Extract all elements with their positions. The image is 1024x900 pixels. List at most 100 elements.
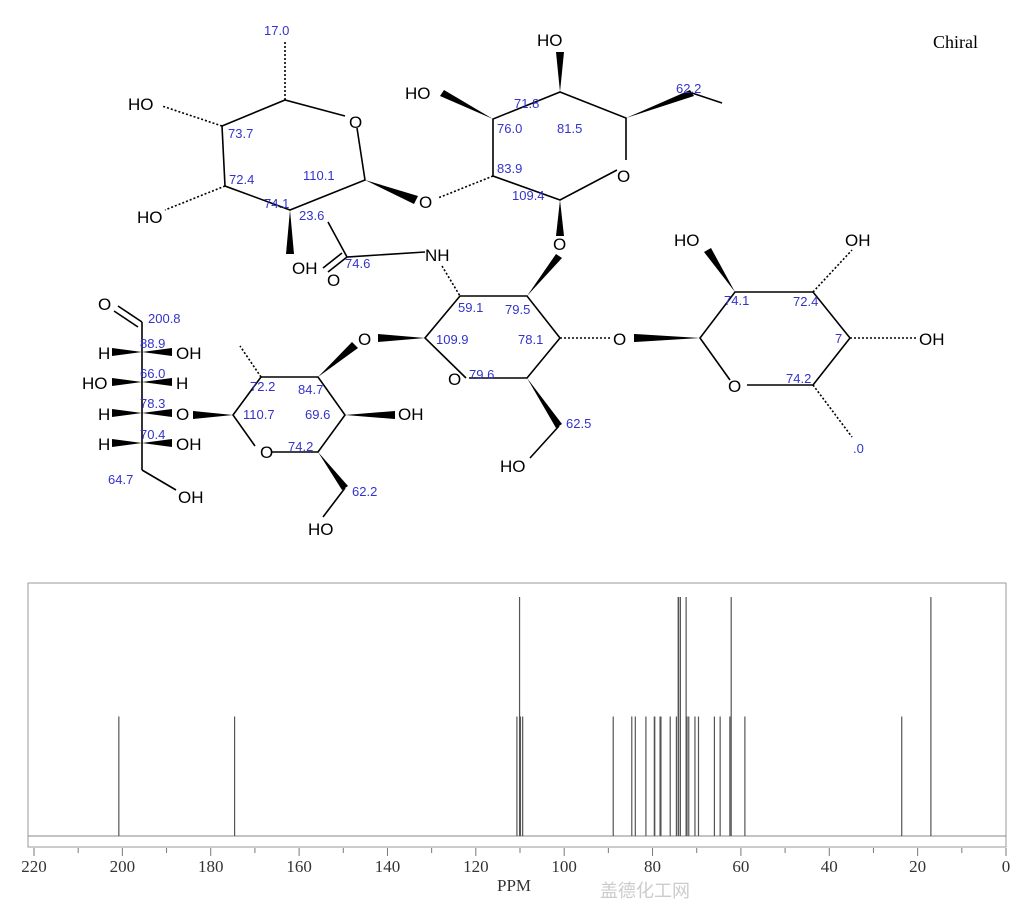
shift-label: 71.8 (514, 96, 539, 111)
shift-label: 72.2 (250, 379, 275, 394)
x-axis-label: PPM (497, 876, 531, 895)
shift-labels: 17.0 73.7 72.4 74.1 110.1 23.6 74.6 76.0… (108, 23, 864, 499)
x-tick-label: 120 (463, 857, 489, 876)
atom-o: O (176, 405, 189, 424)
wedge-bond (704, 248, 735, 292)
wedge-bond (318, 452, 348, 490)
atom-h: H (98, 435, 110, 454)
x-tick-label: 20 (909, 857, 926, 876)
atom-o: O (98, 295, 111, 314)
shift-label: 7 (835, 331, 842, 346)
shift-label: 69.6 (305, 407, 330, 422)
atom-o: O (349, 113, 362, 132)
atom-ho: HO (674, 231, 700, 250)
carbonyl-bond (327, 256, 348, 273)
shift-label: 17.0 (264, 23, 289, 38)
ring-a-bonds (221, 99, 366, 211)
atom-ho: HO (500, 457, 526, 476)
shift-label: 62.5 (566, 416, 591, 431)
atom-o: O (553, 235, 566, 254)
atom-oh: OH (398, 405, 424, 424)
atom-oh: OH (292, 259, 318, 278)
shift-label: 23.6 (299, 208, 324, 223)
peaks (118, 597, 932, 836)
wedge-bond (318, 342, 358, 377)
wedge-bond (626, 90, 694, 118)
hashed-bond (437, 175, 494, 199)
hashed-bond (812, 249, 853, 293)
x-tick-label: 0 (1002, 857, 1011, 876)
x-tick-label: 100 (551, 857, 577, 876)
ring-b-bonds (492, 91, 627, 201)
wedge-bond (556, 200, 564, 236)
ring-d-bonds (699, 291, 852, 386)
hashed-bond (441, 265, 461, 297)
shift-label: 110.1 (303, 168, 335, 183)
wedge-bond (193, 411, 233, 419)
bond (322, 487, 346, 518)
atom-h: H (98, 344, 110, 363)
x-tick-label: 200 (110, 857, 136, 876)
x-tick-label: 220 (21, 857, 47, 876)
shift-label: 74.6 (345, 256, 370, 271)
shift-label: 109.4 (512, 188, 545, 203)
hashed-bond (239, 345, 262, 378)
shift-label: 62.2 (676, 81, 701, 96)
shift-label: 76.0 (497, 121, 522, 136)
shift-label: 109.9 (436, 332, 469, 347)
shift-label: 79.6 (469, 367, 494, 382)
atom-oh: OH (845, 231, 871, 250)
shift-label: 70.4 (140, 427, 165, 442)
atom-ho: HO (82, 374, 108, 393)
fischer-rows (112, 348, 172, 447)
atom-oh: OH (176, 435, 202, 454)
shift-label: 74.2 (786, 371, 811, 386)
wedge-bond (634, 334, 700, 342)
atom-o: O (419, 193, 432, 212)
atom-nh: NH (425, 246, 450, 265)
shift-label: 84.7 (298, 382, 323, 397)
wedge-bond (345, 411, 395, 419)
shift-label: 59.1 (458, 300, 483, 315)
atom-o: O (728, 377, 741, 396)
shift-label: 72.4 (793, 294, 818, 309)
shift-label: 74.1 (724, 293, 749, 308)
wedge-bond (378, 334, 425, 342)
shift-label: 88.9 (140, 336, 165, 351)
atom-o: O (260, 443, 273, 462)
shift-label: 74.1 (264, 196, 289, 211)
bond (691, 92, 723, 104)
wedge-bond (440, 90, 493, 119)
x-tick-label: 80 (644, 857, 661, 876)
molecule-structure: Chiral O HO HO OH O O NH HO HO O O (82, 23, 978, 539)
x-tick-label: 40 (821, 857, 838, 876)
atom-ho: HO (537, 31, 563, 50)
shift-label: 83.9 (497, 161, 522, 176)
hashed-bond (164, 185, 226, 211)
carbonyl-bond (322, 252, 343, 269)
shift-label: 78.3 (140, 396, 165, 411)
bond (529, 425, 560, 459)
atom-ho: HO (405, 84, 431, 103)
wedge-bond (527, 378, 562, 428)
acetamide-bonds (327, 221, 426, 258)
shift-label: 66.0 (140, 366, 165, 381)
shift-label: 79.5 (505, 302, 530, 317)
atom-oh: OH (919, 330, 945, 349)
atom-o: O (613, 330, 626, 349)
shift-label: 81.5 (557, 121, 582, 136)
hashed-bond (161, 105, 223, 127)
shift-label: 72.4 (229, 172, 254, 187)
shift-label: 62.2 (352, 484, 377, 499)
hashed-bond (812, 384, 853, 438)
shift-label: 73.7 (228, 126, 253, 141)
aldehyde-bond (117, 305, 143, 323)
shift-label: 78.1 (518, 332, 543, 347)
plot-frame (27, 582, 1007, 848)
x-tick-label: 140 (375, 857, 401, 876)
aldehyde-bond (113, 310, 139, 328)
atom-oh: OH (178, 488, 204, 507)
x-tick-label: 60 (732, 857, 749, 876)
atom-ho: HO (128, 95, 154, 114)
